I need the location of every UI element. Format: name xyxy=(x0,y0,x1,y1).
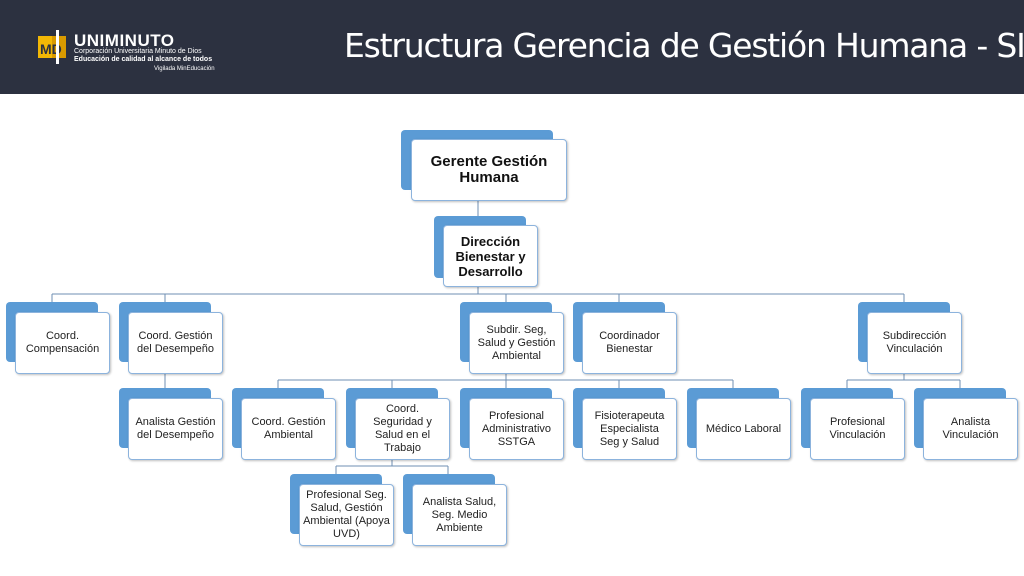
node-analista-salud: Analista Salud, Seg. Medio Ambiente xyxy=(403,474,507,546)
node-profesional-vinculacion-label: Profesional Vinculación xyxy=(810,398,905,460)
node-subdir-vinculacion: Subdirección Vinculación xyxy=(858,302,962,374)
node-profesional-admin: Profesional Administrativo SSTGA xyxy=(460,388,564,460)
node-direccion: Dirección Bienestar y Desarrollo xyxy=(434,216,538,288)
node-subdir-sst: Subdir. Seg, Salud y Gestión Ambiental xyxy=(460,302,564,374)
node-analista-desempeno: Analista Gestión del Desempeño xyxy=(119,388,223,460)
node-medico: Médico Laboral xyxy=(687,388,791,460)
node-gerente-label: Gerente Gestión Humana xyxy=(411,139,567,201)
node-profesional-admin-label: Profesional Administrativo SSTGA xyxy=(469,398,564,460)
title-bar: MD UNIMINUTO Corporación Universitaria M… xyxy=(0,0,1024,94)
node-coord-ambiental-label: Coord. Gestión Ambiental xyxy=(241,398,336,460)
logo-tagline-3: Vigilada MinEducación xyxy=(154,66,215,72)
node-profesional-sst: Profesional Seg. Salud, Gestión Ambienta… xyxy=(290,474,394,546)
uniminuto-logo: MD UNIMINUTO Corporación Universitaria M… xyxy=(36,26,236,76)
node-analista-vinculacion-label: Analista Vinculación xyxy=(923,398,1018,460)
slide-title: Estructura Gerencia de Gestión Humana - … xyxy=(344,26,1024,65)
md-logo-icon: MD xyxy=(38,30,66,64)
node-fisioterapeuta: Fisioterapeuta Especialista Seg y Salud xyxy=(573,388,677,460)
node-analista-desempeno-label: Analista Gestión del Desempeño xyxy=(128,398,223,460)
node-coord-seguridad-label: Coord. Seguridad y Salud en el Trabajo xyxy=(355,398,450,460)
node-coord-desempeno-label: Coord. Gestión del Desempeño xyxy=(128,312,223,374)
logo-tagline-1: Corporación Universitaria Minuto de Dios xyxy=(74,48,202,55)
node-coord-bienestar: Coordinador Bienestar xyxy=(573,302,677,374)
node-profesional-vinculacion: Profesional Vinculación xyxy=(801,388,905,460)
node-subdir-vinculacion-label: Subdirección Vinculación xyxy=(867,312,962,374)
node-coord-bienestar-label: Coordinador Bienestar xyxy=(582,312,677,374)
node-profesional-sst-label: Profesional Seg. Salud, Gestión Ambienta… xyxy=(299,484,394,546)
logo-tagline-2: Educación de calidad al alcance de todos xyxy=(74,56,213,63)
node-fisioterapeuta-label: Fisioterapeuta Especialista Seg y Salud xyxy=(582,398,677,460)
node-coord-compensacion-label: Coord. Compensación xyxy=(15,312,110,374)
node-analista-vinculacion: Analista Vinculación xyxy=(914,388,1018,460)
node-analista-salud-label: Analista Salud, Seg. Medio Ambiente xyxy=(412,484,507,546)
node-direccion-label: Dirección Bienestar y Desarrollo xyxy=(443,225,538,287)
node-coord-compensacion: Coord. Compensación xyxy=(6,302,110,374)
node-coord-ambiental: Coord. Gestión Ambiental xyxy=(232,388,336,460)
node-medico-label: Médico Laboral xyxy=(696,398,791,460)
node-subdir-sst-label: Subdir. Seg, Salud y Gestión Ambiental xyxy=(469,312,564,374)
node-coord-desempeno: Coord. Gestión del Desempeño xyxy=(119,302,223,374)
node-gerente: Gerente Gestión Humana xyxy=(401,130,567,202)
node-coord-seguridad: Coord. Seguridad y Salud en el Trabajo xyxy=(346,388,450,460)
logo-name: UNIMINUTO xyxy=(74,31,175,50)
